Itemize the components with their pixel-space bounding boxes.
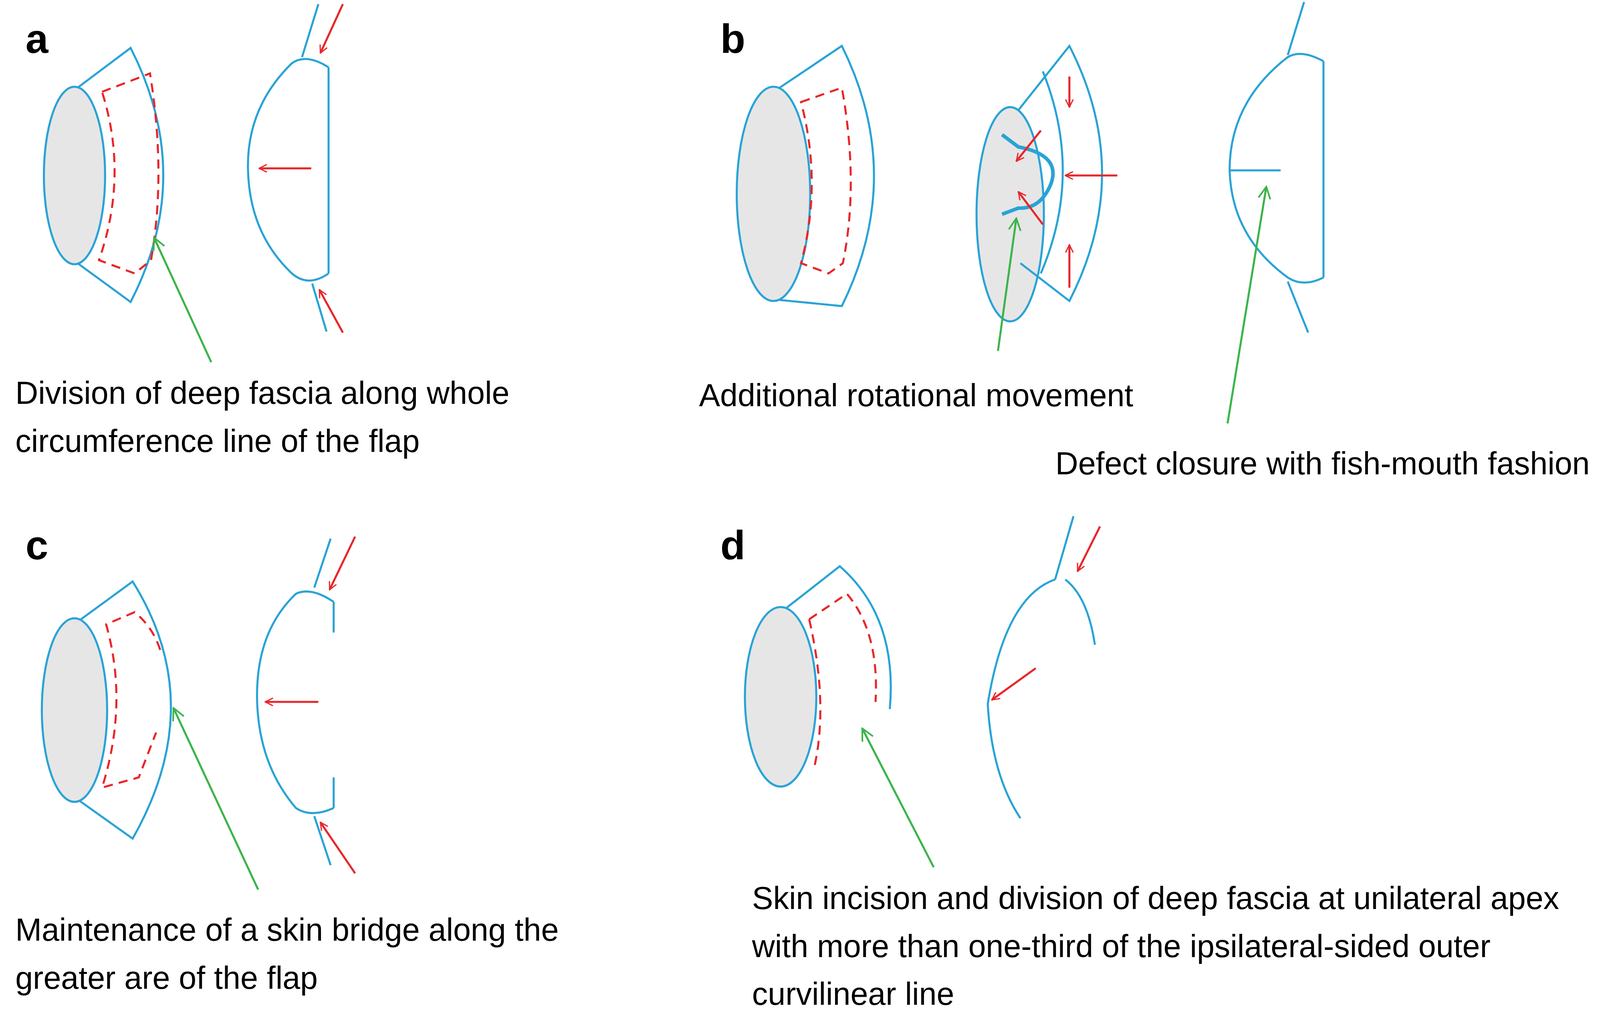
panel-letter: b xyxy=(720,16,746,62)
caption-text: Defect closure with fish-mouth fashion xyxy=(1055,439,1590,489)
caption-text: Division of deep fascia along whole circ… xyxy=(15,369,608,466)
caption-text: Skin incision and division of deep fasci… xyxy=(752,874,1594,1019)
panel-letter: d xyxy=(720,522,746,568)
panel-letter: a xyxy=(25,16,49,62)
panel-letter: c xyxy=(25,522,49,568)
caption-text: Additional rotational movement xyxy=(698,371,1134,420)
caption-text: Maintenance of a skin bridge along the g… xyxy=(15,905,618,1002)
